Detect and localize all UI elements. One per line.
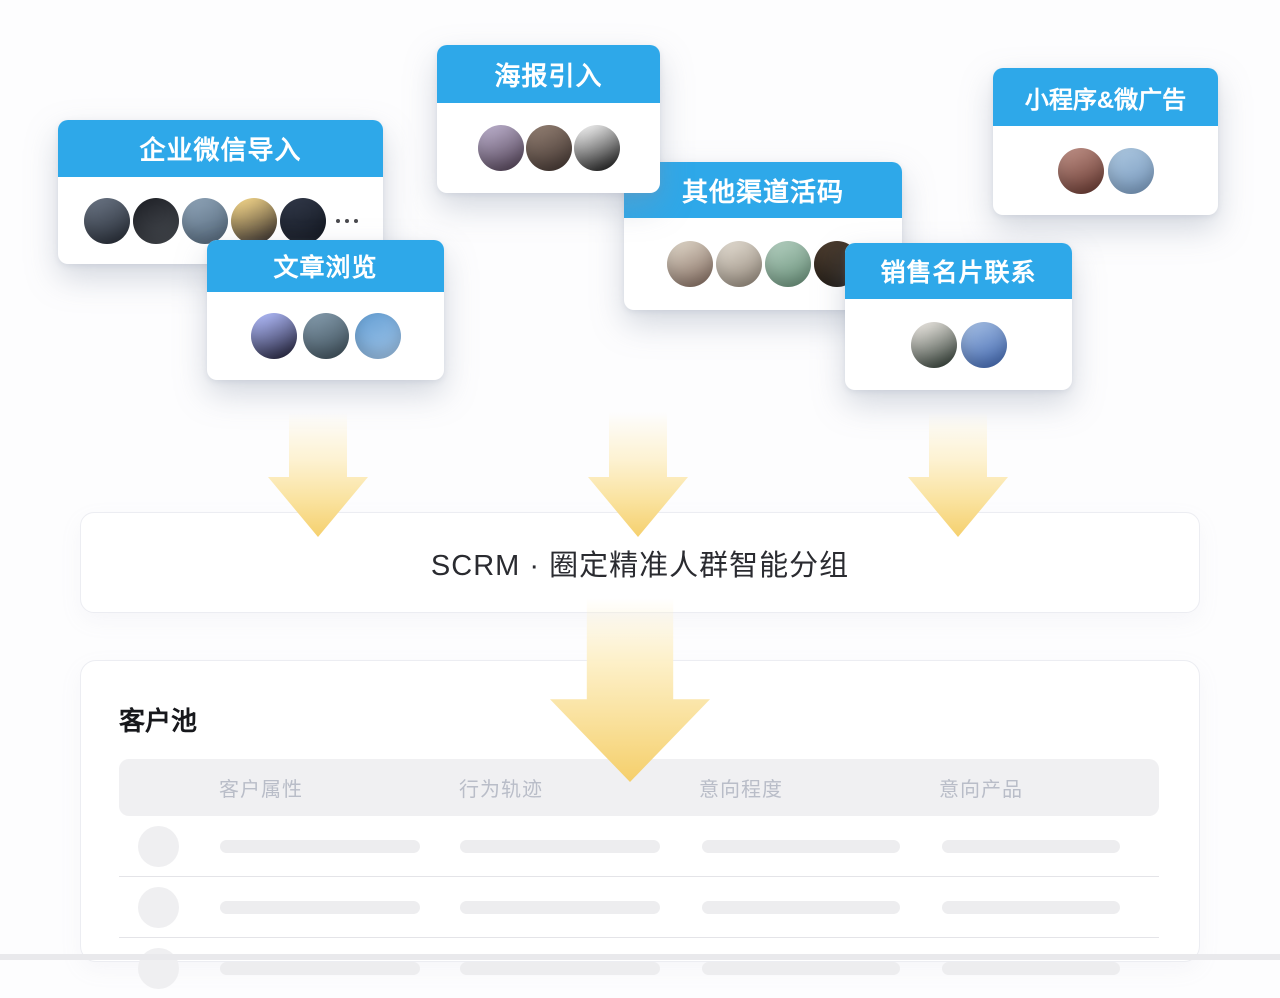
card-title-miniapp-ads: 小程序&微广告 [993,68,1218,126]
source-card-article-browse: 文章浏览 [207,240,444,380]
column-header-intent-product: 意向产品 [939,779,1023,801]
avatar [279,197,326,244]
avatar [230,197,277,244]
avatar [302,313,349,359]
avatar-group [250,313,401,359]
avatar-group [83,197,326,244]
bottom-edge-strip [0,954,1280,960]
placeholder-bar [220,901,420,914]
placeholder-bar [702,840,900,853]
card-body [993,126,1218,215]
placeholder-bar [702,962,900,975]
avatar [1107,147,1154,194]
card-body [437,103,660,193]
placeholder-bar [942,840,1120,853]
avatar [477,125,524,171]
avatar [132,197,179,244]
avatar [83,197,130,244]
avatar [181,197,228,244]
avatar-group [910,321,1007,368]
placeholder-bar [220,840,420,853]
card-body [845,299,1072,390]
avatar [1057,147,1104,194]
placeholder-bar [942,962,1120,975]
placeholder-bar [702,901,900,914]
avatar-group [477,125,620,171]
card-title-article-browse: 文章浏览 [207,240,444,292]
customer-pool-title: 客户池 [119,706,198,736]
table-body [119,816,1159,998]
avatar [764,241,811,287]
source-card-miniapp-ads: 小程序&微广告 [993,68,1218,215]
avatar-group [1057,147,1154,194]
source-card-other-channel-qr: 其他渠道活码 [624,162,902,310]
row-avatar-placeholder [138,826,179,867]
card-body [58,177,383,264]
card-title-other-channel-qr: 其他渠道活码 [624,162,902,218]
avatar [250,313,297,359]
placeholder-bar [460,840,660,853]
card-title-wecom-import: 企业微信导入 [58,120,383,177]
avatar [960,321,1007,368]
source-card-poster-import: 海报引入 [437,45,660,193]
placeholder-bar [460,962,660,975]
card-title-poster-import: 海报引入 [437,45,660,103]
source-card-wecom-import: 企业微信导入 [58,120,383,264]
avatar [715,241,762,287]
table-row [119,816,1159,877]
column-header-intent-level: 意向程度 [699,779,783,801]
placeholder-bar [460,901,660,914]
avatar [573,125,620,171]
placeholder-bar [942,901,1120,914]
source-card-sales-business-card: 销售名片联系 [845,243,1072,390]
card-title-sales-business-card: 销售名片联系 [845,243,1072,299]
avatar-group [666,241,860,287]
table-row [119,877,1159,938]
avatar [525,125,572,171]
avatar [666,241,713,287]
scrm-banner-label: SCRM · 圈定精准人群智能分组 [430,549,850,582]
more-avatars-ellipsis-icon [335,218,358,223]
avatar [354,313,401,359]
table-row [119,938,1159,998]
avatar [910,321,957,368]
card-body [207,292,444,380]
placeholder-bar [220,962,420,975]
row-avatar-placeholder [138,887,179,928]
column-header-customer-attribute: 客户属性 [219,779,303,801]
column-header-behavior-track: 行为轨迹 [459,779,543,801]
